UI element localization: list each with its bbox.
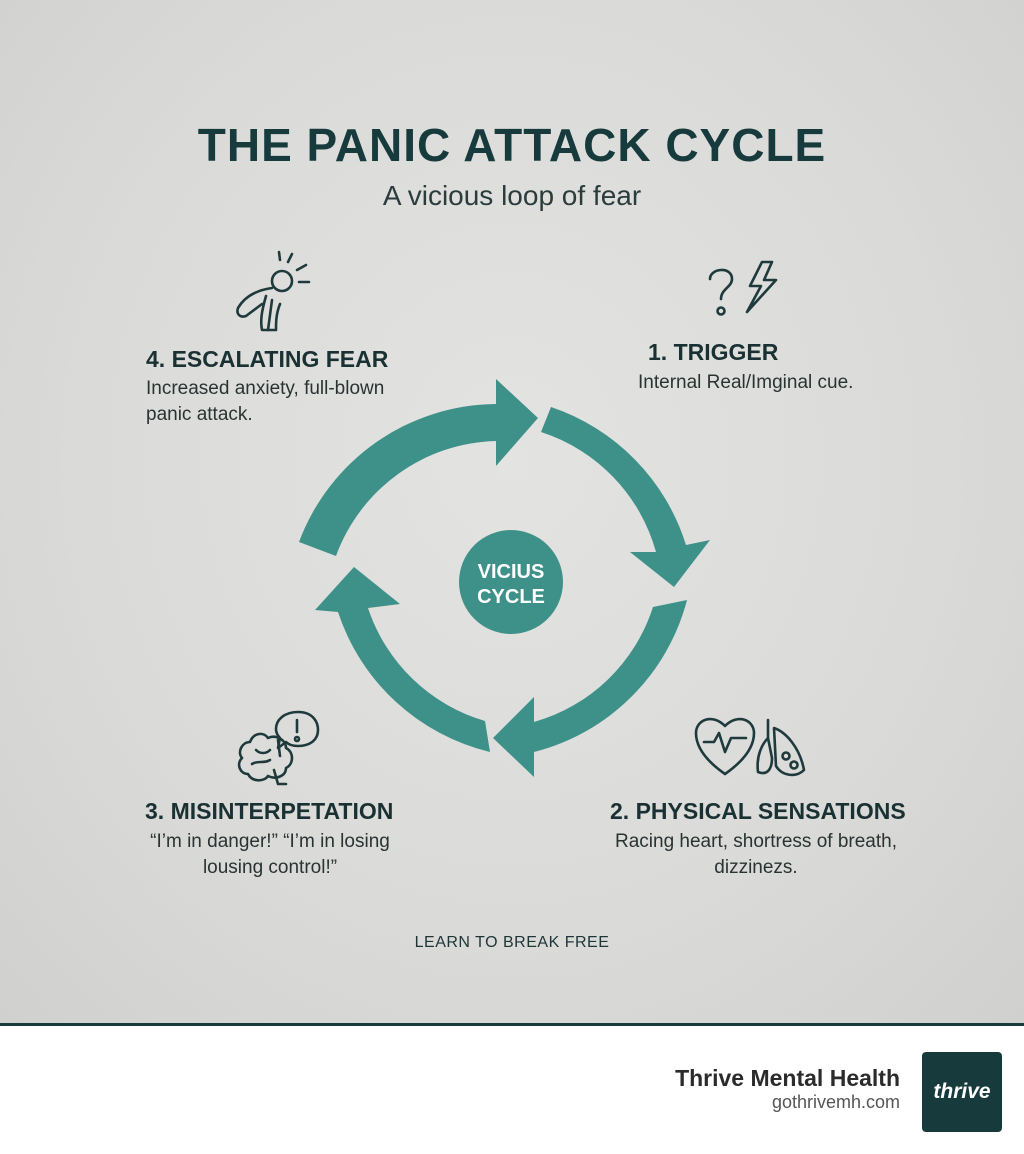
brand-url[interactable]: gothrivemh.com xyxy=(771,1092,900,1112)
footer-divider xyxy=(0,1023,1024,1026)
question-lightning-icon xyxy=(708,260,778,316)
center-label-line2: CYCLE xyxy=(477,586,545,608)
step-4-desc-line-2: panic attack. xyxy=(146,404,253,425)
heart-lungs-icon xyxy=(694,717,806,777)
page-subtitle: A vicious loop of fear xyxy=(382,180,642,211)
step-1-description: Internal Real/Imginal cue. xyxy=(638,370,938,396)
cycle-arrow-bottom-right xyxy=(493,600,687,777)
distressed-person-icon xyxy=(236,250,311,332)
step-1-desc-line-1: Internal Real/Imginal cue. xyxy=(638,372,854,393)
step-4-description: Increased anxiety, full-blown panic atta… xyxy=(146,376,446,428)
step-1-title: 1. TRIGGER xyxy=(648,339,779,365)
step-2-title: 2. PHYSICAL SENSATIONS xyxy=(610,798,906,824)
cycle-arrow-bottom-left xyxy=(315,567,490,752)
step-3-title: 3. MISINTERPETATION xyxy=(145,798,394,824)
step-2-description: Racing heart, shortress of breath, dizzi… xyxy=(600,829,912,881)
step-3-desc-line-1: “I’m in danger!” “I’m in losing xyxy=(150,831,390,852)
step-4-title: 4. ESCALATING FEAR xyxy=(146,346,389,372)
step-4-desc-line-1: Increased anxiety, full-blown xyxy=(146,378,385,399)
learn-to-break-free-link[interactable]: LEARN TO BREAK FREE xyxy=(414,934,610,951)
infographic-panel xyxy=(0,0,1024,1024)
center-circle xyxy=(459,530,563,634)
cycle-arrow-top-right xyxy=(541,407,710,587)
cycle-diagram: VICIUS CYCLE xyxy=(236,250,806,786)
brain-alert-icon xyxy=(237,710,320,786)
step-2-desc-line-2: dizzinezs. xyxy=(714,857,798,878)
center-label-line1: VICIUS xyxy=(478,561,545,583)
cycle-arrow-top-left xyxy=(299,379,538,556)
brand-name: Thrive Mental Health xyxy=(675,1065,900,1091)
step-3-desc-line-2: lousing control!” xyxy=(202,857,338,878)
brand-logo: thrive xyxy=(922,1052,1002,1132)
step-3-description: “I’m in danger!” “I’m in losing lousing … xyxy=(130,829,410,881)
cycle-arrows xyxy=(299,379,710,777)
page-title: THE PANIC ATTACK CYCLE xyxy=(197,119,827,171)
step-2-desc-line-1: Racing heart, shortress of breath, xyxy=(615,831,897,852)
